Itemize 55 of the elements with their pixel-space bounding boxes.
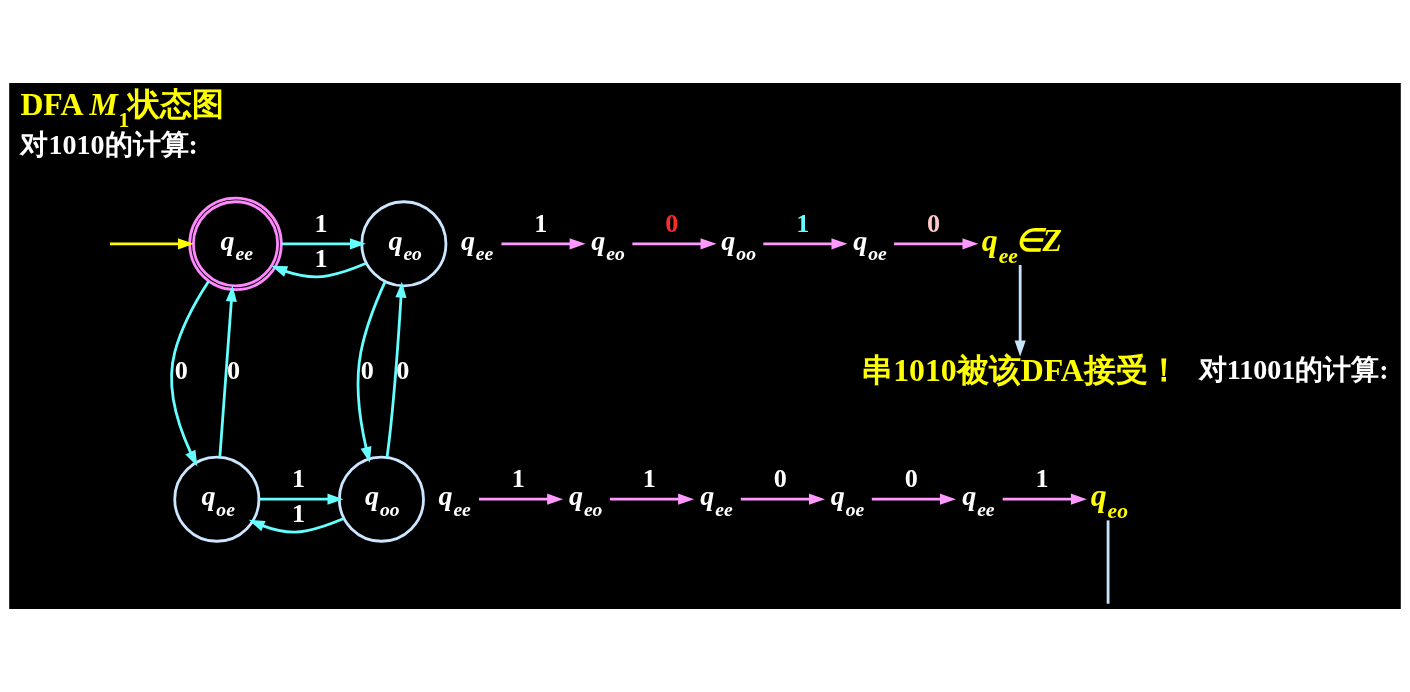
- arrow: [609, 493, 695, 505]
- edge-label: 1: [314, 209, 328, 239]
- arrow: [170, 280, 210, 467]
- arrow: [271, 261, 367, 279]
- node-text: q$_{ee}$: [438, 480, 471, 520]
- edge-label: 0: [174, 355, 188, 385]
- edge-label: 1: [292, 464, 306, 494]
- node-text: q$_{eo}$: [591, 224, 625, 265]
- edge-label: 0: [773, 464, 787, 494]
- edge-label: 0: [927, 209, 941, 239]
- edge-label: 0: [665, 209, 679, 239]
- arrow: [218, 285, 237, 458]
- edge-label: 1: [1035, 464, 1049, 494]
- node-text: q$_{oe}$: [853, 224, 887, 265]
- arrow: [479, 493, 564, 505]
- edge-label: 1: [511, 464, 525, 494]
- edge-label: 1: [534, 209, 548, 239]
- node-text: q$_{ee}$∈Z: [981, 223, 1062, 269]
- edge-label: 0: [904, 464, 918, 494]
- node-text: q$_{ee}$: [962, 480, 995, 520]
- node-text: q$_{oe}$: [830, 480, 865, 520]
- edge-label: 1: [796, 209, 810, 239]
- edge-label: 1: [642, 464, 656, 494]
- node-circle: q$_{eo}$: [360, 200, 448, 288]
- arrow: [501, 238, 586, 250]
- arrow: [740, 493, 825, 505]
- arrow: [385, 281, 407, 458]
- edge-label: 1: [292, 498, 306, 528]
- arrow: [871, 493, 956, 505]
- arrow: [894, 238, 979, 250]
- arrow: [763, 238, 848, 250]
- arrow: [248, 517, 345, 534]
- edge-label: 0: [227, 355, 241, 385]
- arrow: [356, 280, 387, 463]
- node-circle: q$_{oo}$: [337, 455, 425, 543]
- node-text: q$_{eo}$: [568, 480, 603, 520]
- label: 对11001的计算:: [1198, 354, 1389, 386]
- arrow: [259, 493, 344, 505]
- node-text: q$_{ee}$: [460, 224, 494, 265]
- edge-label: 0: [396, 355, 410, 385]
- arrow: [632, 238, 717, 250]
- arrow: [281, 238, 366, 250]
- node-text: q$_{oo}$: [721, 224, 756, 265]
- node-text: q$_{eo}$: [1090, 478, 1128, 524]
- arrow: [1002, 493, 1087, 505]
- connector: [1106, 520, 1110, 604]
- arrow: [1014, 265, 1026, 357]
- edge-label: 0: [360, 355, 374, 385]
- node-text: 串1010被该DFA接受！: [861, 352, 1180, 388]
- node-text: q$_{ee}$: [700, 480, 733, 520]
- edge-label: 1: [314, 243, 328, 273]
- node-circle: q$_{oe}$: [173, 455, 261, 543]
- arrow: [110, 238, 194, 250]
- label: 对1010的计算:: [20, 129, 198, 161]
- node-circle: q$_{ee}$: [188, 196, 283, 292]
